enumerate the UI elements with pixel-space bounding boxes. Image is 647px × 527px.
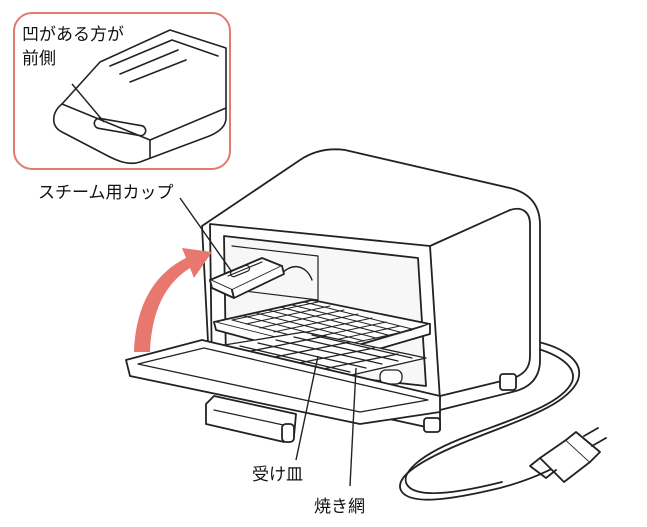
inset-leader-line (71, 83, 105, 123)
inset-cup-dent (93, 117, 147, 137)
label-drip-tray: 受け皿 (252, 465, 303, 485)
inset-cup-inner-rim (109, 39, 219, 83)
steam-cup-detail-inset: 凹がある方が 前側 (13, 12, 231, 170)
leader-grill-rack (349, 367, 357, 487)
inset-cup-outline (52, 29, 227, 165)
toaster-oven (125, 148, 607, 501)
power-plug (529, 427, 607, 483)
power-cord (399, 339, 581, 501)
label-grill-rack: 焼き網 (314, 497, 365, 517)
inset-label-line-1: 凹がある方が (22, 25, 124, 45)
leader-steam-cup (179, 197, 233, 273)
inset-frame (13, 12, 231, 170)
leader-lines (179, 197, 357, 487)
oven-door (125, 339, 441, 425)
oven-foot-front (423, 417, 441, 433)
oven-foot-right (499, 373, 517, 391)
insert-direction-arrow (134, 248, 212, 352)
steam-cup (209, 257, 285, 299)
leader-drip-tray (295, 355, 319, 461)
inset-label-line-2: 前側 (22, 49, 56, 69)
label-steam-cup: スチーム用カップ (38, 183, 174, 203)
